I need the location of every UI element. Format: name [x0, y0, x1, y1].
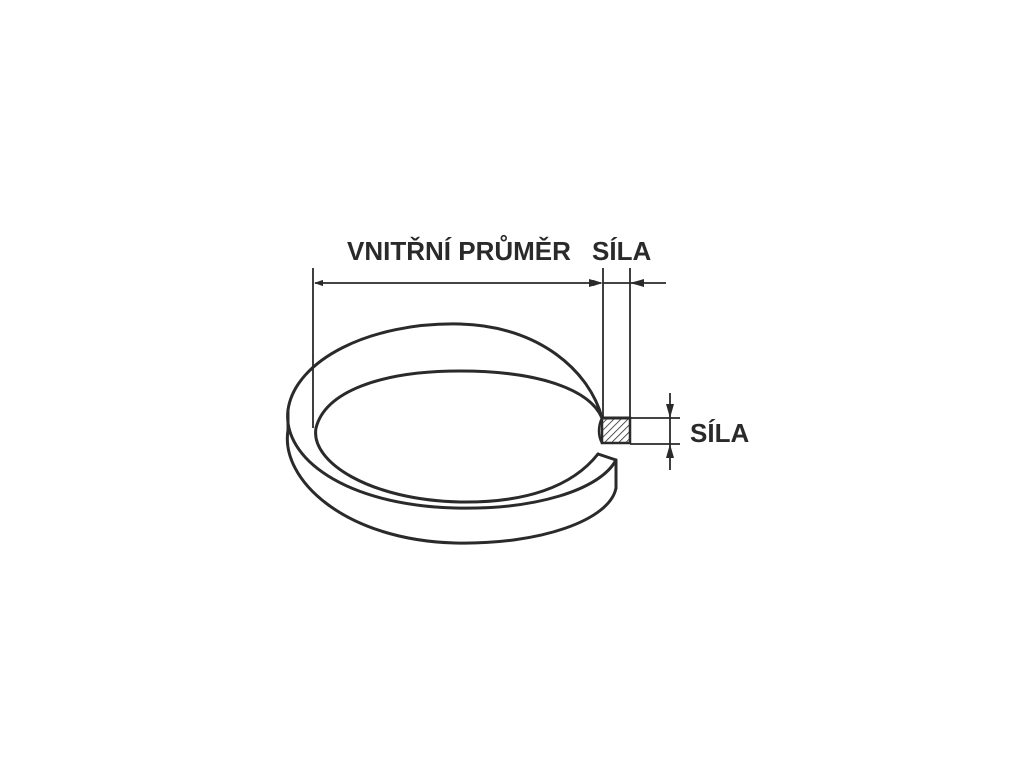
- ring-cross-section: [597, 416, 632, 445]
- radial-thickness-dimension: [589, 268, 666, 418]
- ring-bottom-edge: [285, 428, 618, 545]
- inner-diameter-label: VNITŘNÍ PRŮMĚR: [347, 234, 571, 266]
- ring-lower-end: [596, 452, 618, 490]
- ring-inner-edge: [314, 369, 604, 504]
- axial-thickness-dimension: [630, 393, 680, 470]
- inner-diameter-dimension: [312, 268, 604, 428]
- ring: [285, 322, 632, 545]
- radial-thickness-label: SÍLA: [592, 236, 651, 266]
- axial-thickness-label: SÍLA: [690, 418, 749, 448]
